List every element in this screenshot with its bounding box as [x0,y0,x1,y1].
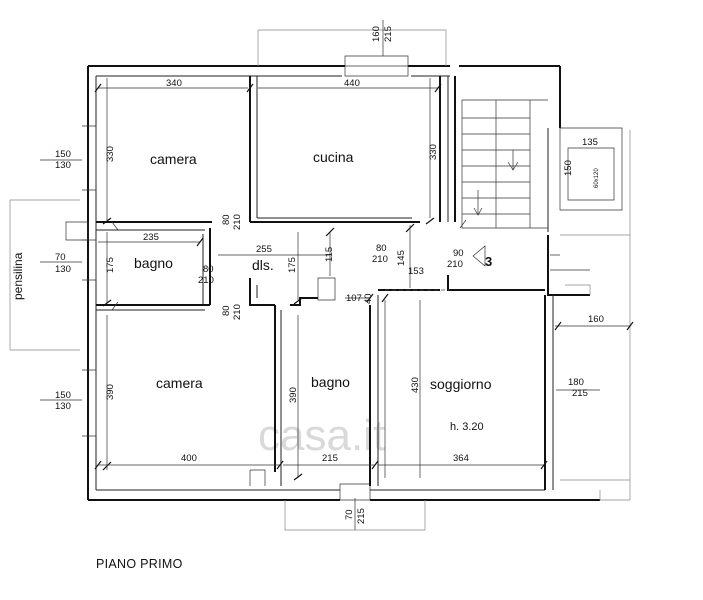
dim-215-bottom-v: 215 [356,508,367,524]
dim-210-e: 210 [232,304,243,320]
dim-215-top: 215 [383,26,394,42]
dim-330-right: 330 [428,144,439,160]
room-bagno-left: bagno [134,255,173,271]
ceiling-height: h. 3.20 [450,421,484,433]
dim-235: 235 [143,232,159,243]
dim-160-top: 160 [371,26,382,42]
dim-210-b: 210 [198,275,214,286]
room-camera-top: camera [150,151,197,167]
room-camera-bottom: camera [156,375,203,391]
dim-150-top: 150 [55,149,71,160]
dim-215-bottom: 215 [322,453,338,464]
dim-390-left: 390 [105,384,116,400]
dimension-lines [40,20,634,530]
dim-364: 364 [453,453,469,464]
room-soggiorno: soggiorno [430,376,492,392]
label-pensilina: pensilina [11,252,25,300]
dim-400: 400 [181,453,197,464]
dim-130-left: 130 [55,264,71,275]
dim-210-d: 210 [447,259,463,270]
dim-330-left: 330 [105,146,116,162]
dim-145: 145 [396,250,407,266]
dim-440: 440 [344,78,360,89]
dim-175-left: 175 [105,257,116,273]
outer-walls [9,29,631,531]
room-dls: dls. [252,257,274,273]
dim-135: 135 [582,137,598,148]
plan-title: PIANO PRIMO [96,557,183,571]
dim-80-c: 80 [376,243,387,254]
dim-150-stair: 150 [563,160,574,176]
dim-175-center: 175 [287,257,298,273]
dim-430: 430 [410,377,421,393]
dim-153: 153 [408,266,424,277]
dim-340: 340 [166,78,182,89]
dim-107: 107 [346,293,362,304]
dim-210-a: 210 [232,214,243,230]
watermark: casa.it [258,411,385,460]
dim-115: 115 [324,247,335,262]
dim-80-b: 80 [203,264,214,275]
stair-number: 3 [485,254,492,269]
dim-40: 40 [363,293,374,304]
dim-160-right: 160 [588,314,604,325]
staircase [461,99,548,267]
room-cucina: cucina [313,149,354,165]
dim-130-top: 130 [55,160,71,171]
dim-210-c: 210 [372,254,388,265]
dim-255: 255 [256,244,272,255]
dim-60x120: 60x120 [594,168,600,188]
dim-70-bottom: 70 [344,509,355,520]
dim-70-left: 70 [55,252,66,263]
room-bagno-center: bagno [311,374,350,390]
dim-130-bot: 130 [55,401,71,412]
dim-80-a: 80 [221,214,232,225]
dim-390-center: 390 [288,387,299,403]
dim-80-d: 80 [221,305,232,316]
dim-90: 90 [453,248,464,259]
dim-150-bot: 150 [55,390,71,401]
dim-180: 180 [568,377,584,388]
dim-215-right: 215 [572,388,588,399]
